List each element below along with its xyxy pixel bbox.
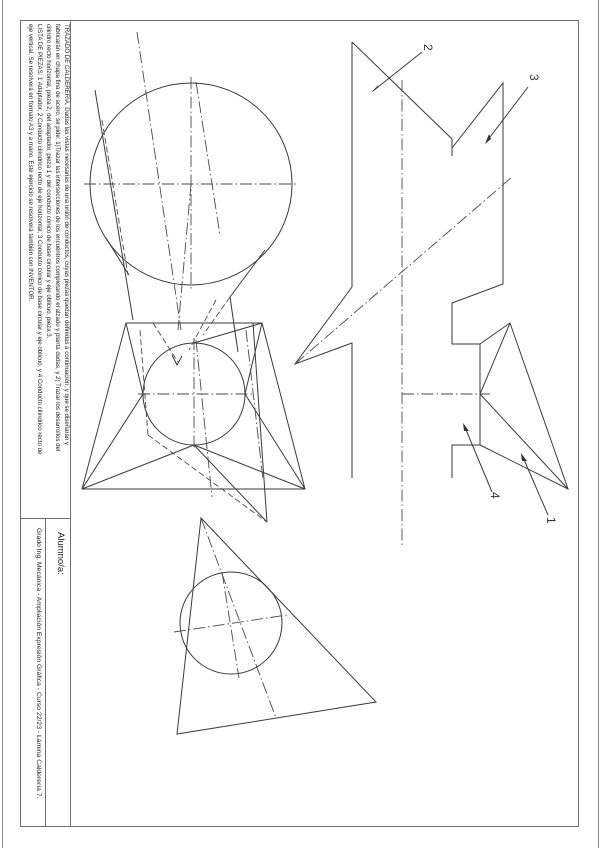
pipe-4-outline xyxy=(451,81,504,345)
leader-line-1 xyxy=(521,454,549,516)
arrow-head-2 xyxy=(371,84,379,93)
cone-circle-horizontal-axis xyxy=(173,614,288,633)
leader-line-2 xyxy=(372,51,423,92)
drawing-frame xyxy=(20,20,579,827)
large-circle-view xyxy=(84,31,298,353)
hidden-line-left xyxy=(101,119,129,276)
leader-line-3 xyxy=(486,86,529,142)
cone-edge-right xyxy=(229,296,239,353)
page-edge-left xyxy=(2,0,3,848)
hidden-line-right xyxy=(202,296,231,336)
oblique-axis-d xyxy=(245,329,264,481)
leader-line-4 xyxy=(463,424,493,493)
cone-circle-vertical-axis xyxy=(221,571,240,679)
pipe-4-lower-outline xyxy=(451,444,480,478)
hidden-projection-line xyxy=(147,434,268,523)
oblique-axis-a xyxy=(136,31,182,331)
adaptor-plan-view xyxy=(81,299,306,523)
triangulation-line xyxy=(81,393,144,490)
adaptor-elevation-line xyxy=(479,393,569,490)
tangent-line-right xyxy=(229,249,266,298)
arrow-head xyxy=(171,354,183,367)
arrow-head-1 xyxy=(521,453,527,461)
title-block-row-divider xyxy=(20,518,70,519)
triangulation-line xyxy=(193,322,263,344)
triangulation-line xyxy=(193,444,306,490)
page-edge-right xyxy=(598,0,599,848)
part-label-1: 1 xyxy=(544,517,558,524)
tangent-line-left xyxy=(105,237,130,276)
triangulation-line xyxy=(125,322,144,395)
part-label-2: 2 xyxy=(421,44,435,51)
oblique-cone-axis xyxy=(294,176,513,365)
oblique-axis-c xyxy=(195,339,213,498)
title-block-divider-outer xyxy=(70,20,71,827)
generatrix-line-left xyxy=(94,89,134,321)
triangulation-line xyxy=(244,393,306,490)
part-label-4: 4 xyxy=(488,492,502,499)
cone-projection-line xyxy=(252,322,268,523)
adaptor-elevation xyxy=(479,322,569,490)
oblique-axis-b xyxy=(195,81,221,236)
part-label-3: 3 xyxy=(527,74,541,81)
triangulation-line xyxy=(81,444,195,490)
center-oblique-axis xyxy=(177,183,192,331)
adaptor-elevation-line xyxy=(479,322,511,395)
cone-base-circle xyxy=(179,571,283,675)
arrow-head-3 xyxy=(485,134,491,144)
pipe-2-bottom-edge xyxy=(293,286,353,478)
cone-triangle xyxy=(176,516,378,735)
cone-axis xyxy=(200,517,277,719)
cone-projection-line xyxy=(193,444,268,523)
elevation-view: 2 3 4 1 xyxy=(293,41,569,545)
hidden-line xyxy=(188,299,217,351)
adaptor-trapezoid xyxy=(81,322,306,490)
triangulation-line xyxy=(244,322,263,395)
hidden-arrow-line xyxy=(152,322,179,363)
cone-view xyxy=(173,516,378,735)
title-block-divider-inner xyxy=(45,518,46,827)
arrow-head-4 xyxy=(463,423,469,431)
